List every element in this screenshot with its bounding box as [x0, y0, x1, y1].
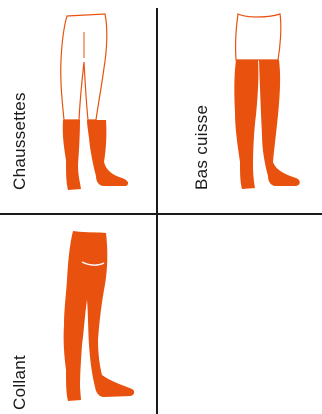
option-bas-cuisse[interactable]: Bas cuisse [158, 0, 322, 213]
pantyhose-legs-icon [0, 215, 156, 414]
option-chaussettes[interactable]: Chaussettes [0, 0, 156, 213]
knee-high-socks-legs-icon [0, 0, 156, 213]
option-collant[interactable]: Collant [0, 215, 156, 414]
thigh-high-stockings-legs-icon [158, 0, 322, 213]
